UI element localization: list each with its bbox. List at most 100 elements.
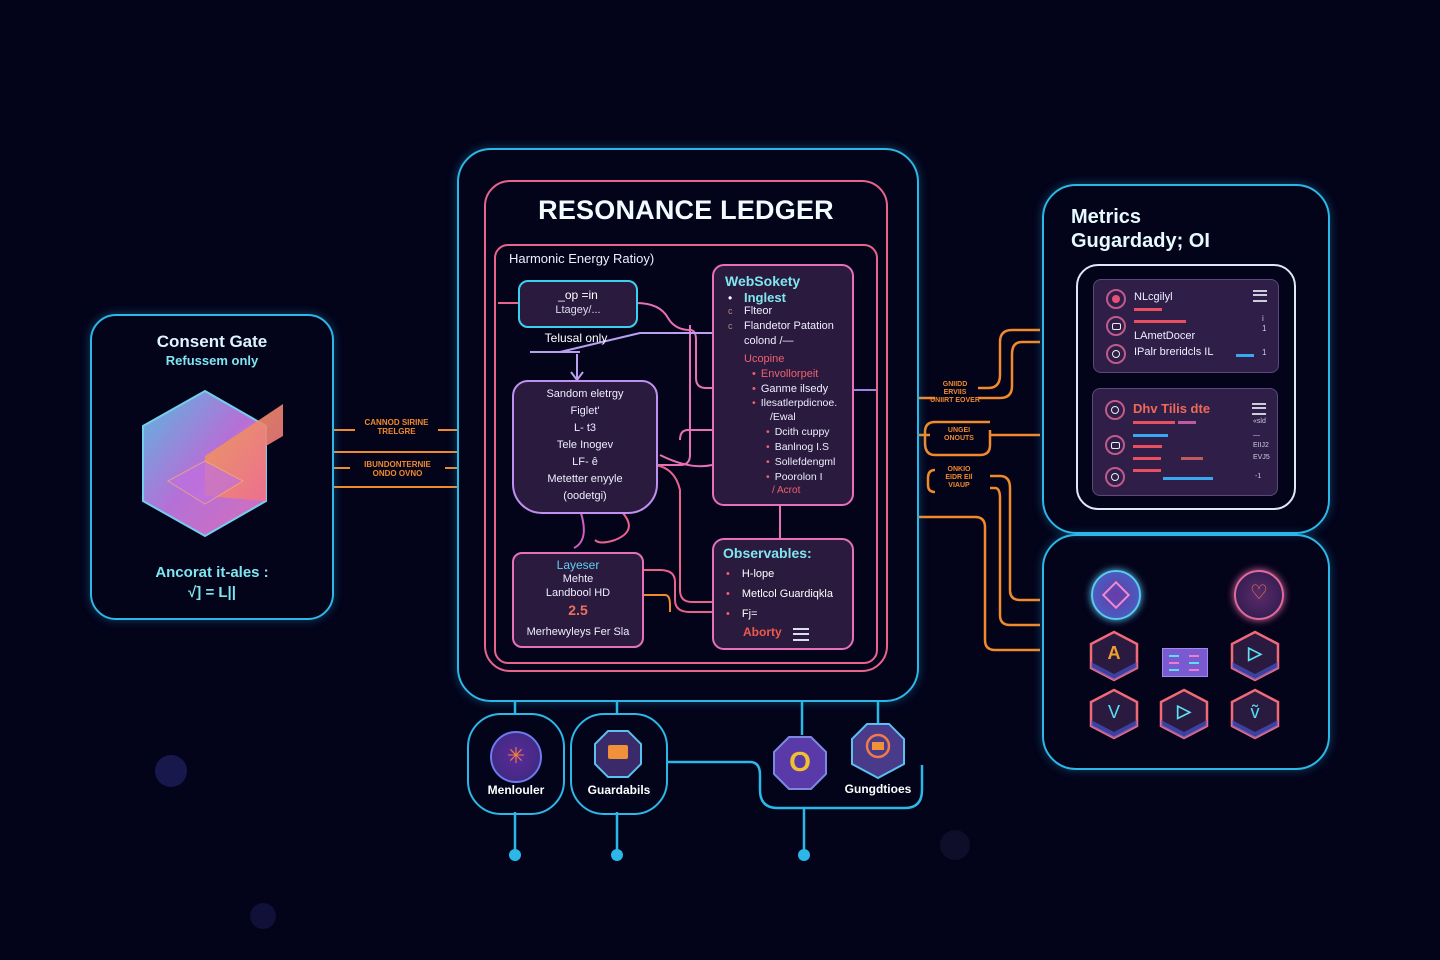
bullet: • (766, 456, 770, 468)
metrics-panel: Metrics Gugardady; OI NLcgilyl LAmetDoce… (1042, 184, 1330, 534)
observables-box[interactable]: Observables: •H-lope •Metlcol Guardiqkla… (712, 538, 854, 650)
bullet: • (766, 441, 770, 453)
energy-box[interactable]: Sandom eletrgy Figlet' L- t3 Tele Inogev… (512, 380, 658, 514)
metrics-bar (1236, 354, 1254, 357)
websocket-nested-item: • Banlnog I.S (766, 441, 829, 453)
websocket-sub-item-text: Ilesatlerpdicnoe. (760, 397, 838, 409)
websocket-sub-item-text: Envollorpeit (760, 368, 819, 380)
ring-icon (1106, 344, 1126, 364)
websocket-nested-item: • Sollefdengml (766, 456, 835, 468)
resonance-ledger-title: RESONANCE LEDGER (538, 195, 834, 225)
metrics-card-2-value: EIIJ2 (1253, 442, 1269, 449)
right-connector-label-line: UNIIRT EOVER (930, 397, 980, 404)
bottom-module-1[interactable]: ✳ Menlouler (467, 713, 565, 815)
metrics-card-2-value: — (1253, 432, 1260, 439)
right-connector-label-line: EIDR EIl (945, 474, 973, 481)
opt-in-line2: Ltagey/... (555, 304, 601, 316)
hex-play-button[interactable]: ▷ (1229, 630, 1281, 682)
observables-item: • Metlcol Guardiqkla (726, 588, 833, 600)
opt-in-box[interactable]: _op =in Ltagey/... (518, 280, 638, 328)
energy-line: Tele Inogev (556, 439, 614, 451)
metrics-bar (1134, 320, 1186, 323)
websocket-subtitle: Ucopine (744, 353, 785, 365)
energy-line: L- t3 (573, 422, 596, 434)
websocket-item: colond /— (744, 335, 794, 347)
metrics-bar (1134, 308, 1162, 311)
hex-play-button-2[interactable]: ▷ (1158, 688, 1210, 740)
menu-lines-icon[interactable] (1252, 403, 1266, 415)
heart-orb-icon[interactable]: ♡ (1234, 570, 1284, 620)
metrics-inner-frame (1076, 264, 1296, 510)
layer-box-footer: Merhewyleys Fer Sla (526, 626, 630, 638)
hex-button-glyph: ṽ (1250, 702, 1260, 722)
metrics-card-2-value: -1 (1255, 473, 1262, 480)
consent-gate-footer-line2: √] = L|| (188, 584, 236, 601)
mini-dashboard-icon[interactable] (1162, 648, 1208, 677)
hex-a-button[interactable]: A (1088, 630, 1140, 682)
bullet: • (766, 471, 770, 483)
websocket-item: Inglest (744, 290, 786, 305)
consent-gate-panel[interactable]: Consent Gate Refussem only Ancorat it-al… (90, 314, 334, 620)
bottom-module-2[interactable]: Guardabils (570, 713, 668, 815)
hex-vt-button[interactable]: ṽ (1229, 688, 1281, 740)
left-connector-label-1: CANNOD SIRINE TRELGRE (355, 418, 438, 436)
websocket-nested-item-text: Dcith cuppy (774, 426, 830, 438)
metrics-card-2[interactable]: Dhv Tilis dte «sld — EIIJ2 EVJ5 -1 (1092, 388, 1278, 496)
websocket-item: Flteor (744, 305, 773, 317)
ring-icon (1105, 467, 1125, 487)
hex-button-glyph: ▷ (1177, 701, 1191, 721)
websocket-nested-item-text: Sollefdengml (774, 456, 836, 468)
harmonic-section-title: Harmonic Energy Ratioy) (509, 251, 655, 266)
observables-item-text: H-lope (741, 568, 775, 580)
layer-box-title: Layeser (556, 558, 600, 572)
websocket-nested-footer: / Acrot (772, 485, 801, 496)
observables-item-text: Metlcol Guardiqkla (741, 588, 833, 600)
badge-chest-icon[interactable] (850, 722, 906, 780)
target-icon (1105, 400, 1125, 420)
left-connector-label-1-line2: TRELGRE (377, 427, 416, 436)
websocket-nested-title: /Ewal (770, 411, 796, 423)
energy-line: (oodetgi) (563, 490, 607, 502)
layer-box-line: Mehte (562, 573, 594, 585)
chat-icon (1105, 435, 1125, 455)
websocket-nested-item: •Dcith cuppy (766, 426, 830, 438)
right-connector-label-line: VIAUP (948, 482, 970, 489)
spark-orb-icon: ✳ (490, 731, 542, 783)
metrics-card-1[interactable]: NLcgilyl LAmetDocer IPalr breridcls IL i… (1093, 279, 1279, 373)
websocket-item: Flandetor Patation (744, 320, 834, 332)
circuit-orb-icon[interactable] (1091, 570, 1141, 620)
icon-panel: ♡ (1042, 534, 1330, 770)
bottom-module-label: Gungdtioes (844, 782, 912, 796)
left-connector-label-2: IBUNDONTERNIE ONDO OVNO (350, 460, 445, 478)
bottom-module-label: Guardabils (587, 783, 651, 797)
bullet: • (726, 608, 730, 620)
target-icon (1106, 289, 1126, 309)
left-connector-label-2-line2: ONDO OVNO (372, 469, 423, 478)
metrics-bar (1133, 445, 1162, 448)
websocket-nested-item-text: Banlnog I.S (774, 441, 829, 453)
hex-button-glyph: A (1107, 643, 1121, 663)
bullet: • (726, 588, 730, 600)
observables-footer: Aborty (743, 625, 782, 639)
menu-lines-icon[interactable] (793, 628, 809, 641)
websocket-box[interactable]: WebSokety • Inglest c Flteor c Flandetor… (712, 264, 854, 506)
layer-box[interactable]: Layeser Mehte Landbool HD 2.5 Merhewyley… (512, 552, 644, 648)
websocket-item-marker: • (728, 291, 733, 305)
websocket-title: WebSokety (725, 273, 801, 289)
metrics-card-2-value: «sld (1253, 418, 1266, 425)
right-connector-label-line: UNGEI (947, 427, 971, 434)
metrics-bar (1178, 421, 1196, 424)
right-connector-label-3: ONKIO EIDR EIl VIAUP (935, 466, 983, 490)
bottom-module-label: Menlouler (487, 783, 545, 797)
right-connector-label-line: ONOUTS (944, 435, 974, 442)
websocket-sub-item: •Ilesatlerpdicnoe. (752, 397, 837, 409)
websocket-nested-item: •Poorolon I (766, 471, 823, 483)
metrics-bar (1133, 434, 1168, 437)
hex-v-button[interactable]: V (1088, 688, 1140, 740)
right-connector-label-2: UNGEI ONOUTS (935, 427, 983, 443)
right-connector-label-1: GNIIDD ERVIIS UNIIRT EOVER (930, 381, 980, 405)
right-connector-label-line: ONKIO (947, 466, 971, 473)
menu-lines-icon[interactable] (1253, 290, 1267, 302)
ring-o-icon[interactable]: O (772, 735, 828, 791)
websocket-item-marker: c (728, 321, 733, 331)
